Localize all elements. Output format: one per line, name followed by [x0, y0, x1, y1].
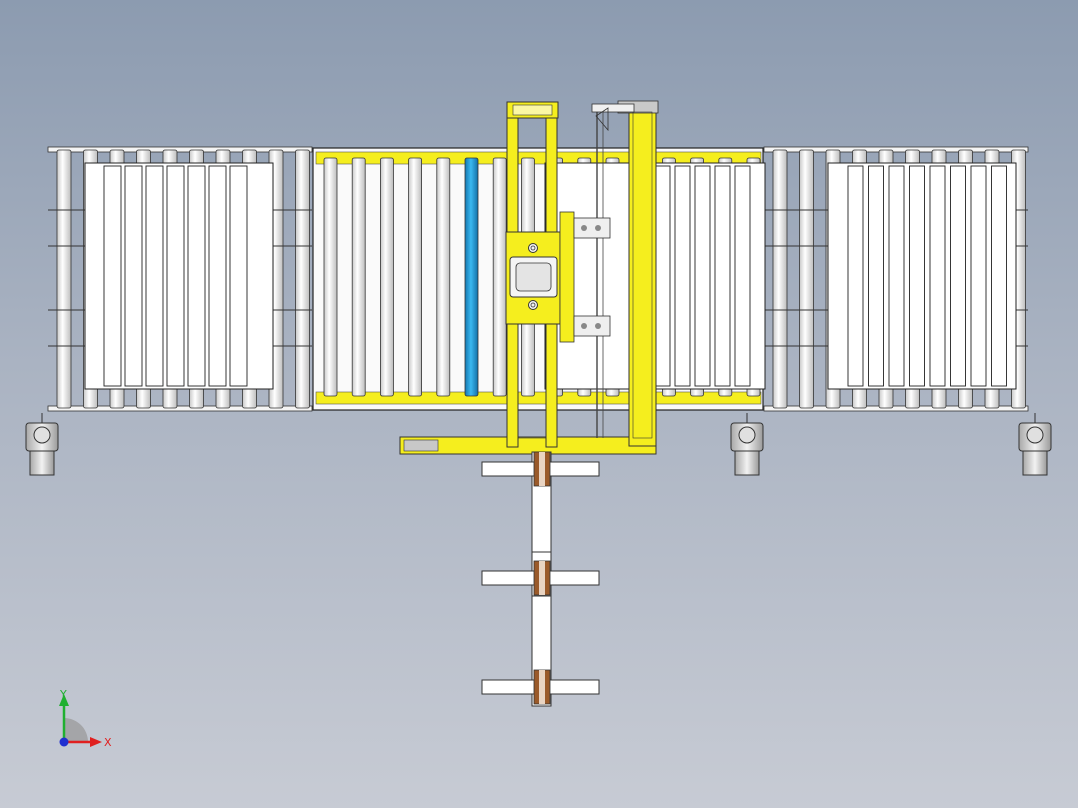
triad-origin	[59, 737, 69, 747]
roller	[295, 149, 310, 409]
roller	[492, 157, 507, 397]
pallet-slat	[991, 165, 1007, 387]
triad-y-label: Y	[59, 688, 67, 701]
left-pallet[interactable]	[84, 162, 274, 390]
pallet-slat	[208, 165, 227, 387]
roller	[799, 149, 814, 409]
roller	[772, 149, 788, 409]
right-pallet[interactable]	[827, 162, 1017, 390]
pallet-slat	[694, 165, 711, 387]
pallet-slat	[124, 165, 143, 387]
fork-arm-assembly[interactable]	[481, 451, 600, 707]
roller	[323, 157, 338, 397]
pallet-slat	[929, 165, 946, 387]
gantry-mast-right	[628, 101, 657, 447]
pallet-slat	[950, 165, 966, 387]
pallet-slat	[909, 165, 925, 387]
fork-crossbar-1	[481, 451, 600, 487]
fork-crossbar-3	[481, 669, 600, 705]
fork-crossbar-2	[481, 560, 600, 596]
pallet-slat	[229, 165, 248, 387]
pallet-slat	[654, 165, 671, 387]
triad-x-arrow	[90, 737, 102, 747]
lift-gantry[interactable]	[399, 100, 659, 455]
pallet-slat	[187, 165, 206, 387]
pallet-slat	[734, 165, 751, 387]
pallet-slat	[103, 165, 122, 387]
drive-motor-right[interactable]	[1018, 413, 1052, 476]
coordinate-triad[interactable]: Y X	[59, 688, 112, 749]
right-roller-conveyor[interactable]	[763, 146, 1029, 412]
roller	[436, 157, 451, 397]
drive-motor-center[interactable]	[730, 413, 764, 476]
roller	[408, 157, 423, 397]
carriage-bolt-top	[528, 243, 538, 253]
pallet-slat	[145, 165, 164, 387]
drive-roller	[464, 157, 479, 397]
roller	[351, 157, 366, 397]
triad-y-arrow	[59, 694, 69, 706]
carriage-bolt-bottom	[528, 300, 538, 310]
clamp-mechanism-upper	[573, 217, 611, 239]
pallet-slat	[847, 165, 864, 387]
triad-xy-plane-arc	[64, 718, 88, 742]
triad-x-label: X	[104, 736, 112, 749]
roller	[56, 149, 72, 409]
right-conveyor-bottom-rail	[763, 405, 1029, 412]
left-roller-conveyor[interactable]	[47, 146, 313, 412]
pallet-slat	[888, 165, 905, 387]
pallet-slat	[674, 165, 691, 387]
clamp-mechanism-lower	[573, 315, 611, 337]
pallet-slat	[868, 165, 884, 387]
left-conveyor-bottom-rail	[47, 405, 313, 412]
pallet-slat	[970, 165, 987, 387]
drive-motor-left[interactable]	[25, 413, 59, 476]
gantry-base-beam	[399, 436, 657, 455]
pallet-slat	[714, 165, 731, 387]
right-conveyor-top-rail	[763, 146, 1029, 153]
roller	[379, 157, 394, 397]
left-conveyor-top-rail	[47, 146, 313, 153]
pallet-slat	[166, 165, 185, 387]
